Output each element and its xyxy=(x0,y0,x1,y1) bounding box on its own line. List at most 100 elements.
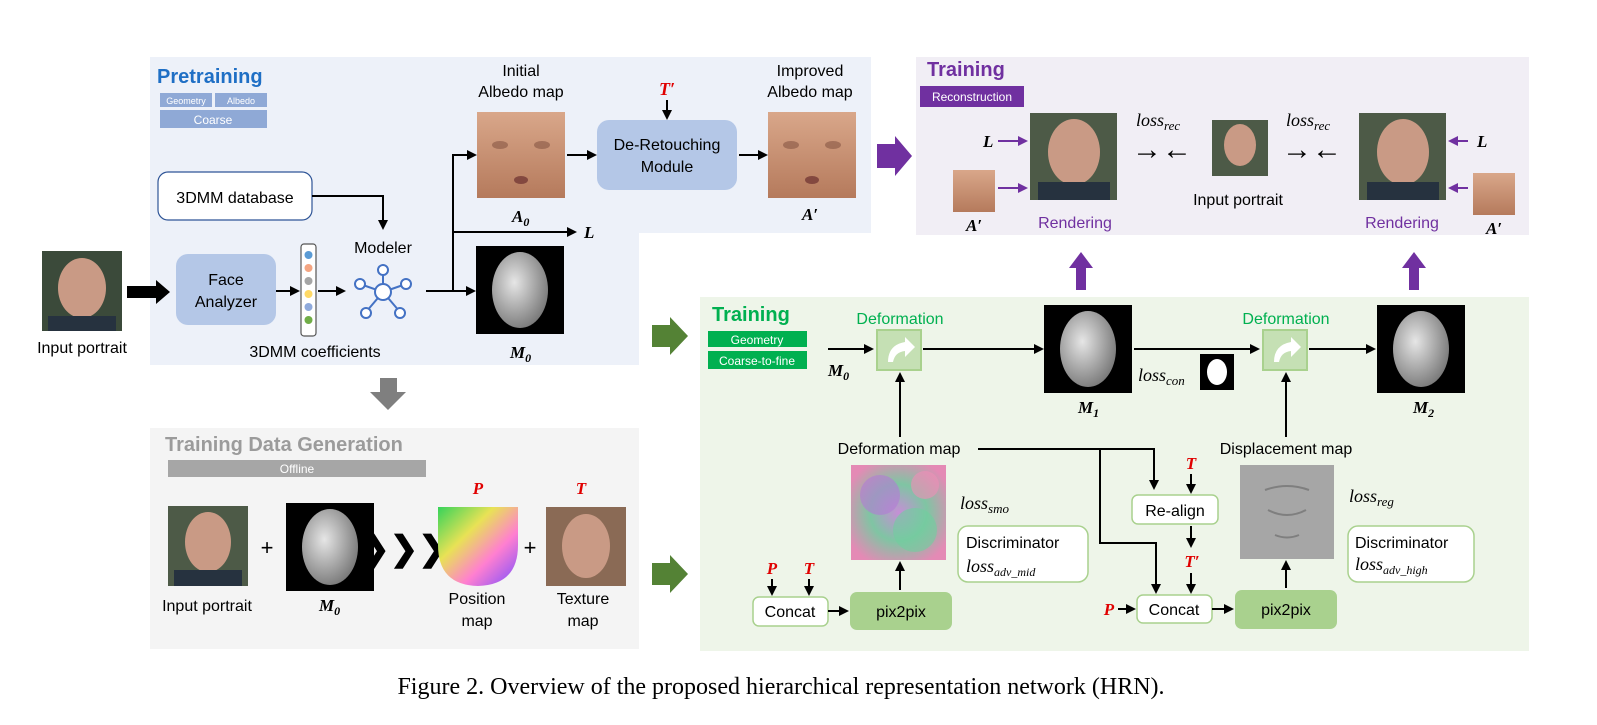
face-analyzer-box xyxy=(176,254,276,325)
displacement-map-label: Displacement map xyxy=(1220,441,1353,458)
de-retouching-module xyxy=(597,120,737,190)
green-arrow-to-geo-2 xyxy=(652,555,688,593)
tdg-title: Training Data Generation xyxy=(165,434,403,456)
3dmm-coefficients-label: 3DMM coefficients xyxy=(249,344,380,361)
m0-label-pretrain: M0 xyxy=(509,343,531,365)
input-portrait-left: Input portrait xyxy=(37,251,127,357)
tprime-label-2: T′ xyxy=(1184,552,1199,571)
training-reconstruction-panel: Training Reconstruction L A′ Rendering l… xyxy=(916,57,1529,238)
discriminator-label-2: Discriminator xyxy=(1355,535,1449,552)
pretraining-panel: Pretraining Geometry Albedo Coarse Initi… xyxy=(150,57,871,365)
geo-tag-geometry: Geometry xyxy=(731,333,784,347)
pix2pix-box-2 xyxy=(1235,590,1337,629)
improved-albedo-label-1: Improved xyxy=(777,63,844,80)
geo-m0-label: M0 xyxy=(827,361,849,383)
tdg-tag: Offline xyxy=(280,462,315,476)
input-arrow-black xyxy=(127,280,170,304)
green-arrow-to-geo-1 xyxy=(652,317,688,355)
deformation-label-2: Deformation xyxy=(1242,311,1329,328)
rec-bi-arrow-right: →← xyxy=(1282,133,1342,166)
rec-title: Training xyxy=(927,59,1005,81)
concat-label-2: Concat xyxy=(1149,602,1200,619)
pix2pix-box-1 xyxy=(850,592,952,630)
face-analyzer-label-1: Face xyxy=(208,272,244,289)
initial-albedo-label-1: Initial xyxy=(502,63,539,80)
tag-geometry: Geometry xyxy=(166,96,206,106)
t-label-1: T xyxy=(804,559,815,578)
tag-coarse: Coarse xyxy=(194,113,233,127)
loss-adv-mid-label: lossadv_mid xyxy=(966,556,1036,579)
3dmm-database-label: 3DMM database xyxy=(176,190,293,207)
discriminator-label-1: Discriminator xyxy=(966,535,1060,552)
displacement-map-image xyxy=(1240,465,1334,559)
deformation-map-label: Deformation map xyxy=(838,441,961,458)
rec-input-portrait-label: Input portrait xyxy=(1193,192,1283,209)
tdg-m0-label: M0 xyxy=(318,596,340,618)
modeler-network-icon xyxy=(354,264,412,319)
rec-albedo-left xyxy=(953,170,995,212)
modeler-label: Modeler xyxy=(354,240,412,257)
rendering-right-label: Rendering xyxy=(1365,215,1439,232)
rec-tag: Reconstruction xyxy=(932,90,1012,104)
loss-reg-label: lossreg xyxy=(1349,486,1394,509)
improved-albedo-image xyxy=(768,112,856,198)
rec-l-right: L xyxy=(1476,132,1487,151)
discriminator-box-1 xyxy=(957,525,1089,583)
rec-bi-arrow-left: →← xyxy=(1132,133,1192,166)
rec-l-left: L xyxy=(982,132,993,151)
position-map-label-1: Position xyxy=(449,591,506,608)
tdg-plus-1: + xyxy=(261,535,274,560)
realign-label: Re-align xyxy=(1145,503,1205,520)
geo-tag-c2f: Coarse-to-fine xyxy=(719,354,795,368)
texture-map-label-2: map xyxy=(567,613,598,630)
rec-aprime-left: A′ xyxy=(965,216,982,235)
loss-adv-high-label: lossadv_high xyxy=(1355,554,1428,577)
aprime-label-top: A′ xyxy=(801,205,818,224)
m2-label: M2 xyxy=(1412,398,1434,420)
tdg-plus-2: + xyxy=(524,535,537,560)
training-geometry-panel: Training Geometry Coarse-to-fine Deforma… xyxy=(700,297,1529,651)
l-label-pretrain: L xyxy=(583,223,594,242)
purple-arrow-to-rec xyxy=(877,136,912,176)
rendering-left-label: Rendering xyxy=(1038,215,1112,232)
tag-albedo: Albedo xyxy=(227,96,255,106)
loss-rec-left: lossrec xyxy=(1136,110,1180,133)
purple-up-arrow-1 xyxy=(1069,252,1093,290)
rec-albedo-right xyxy=(1473,173,1515,215)
pix2pix-label-2: pix2pix xyxy=(1261,602,1311,619)
rec-aprime-right: A′ xyxy=(1485,219,1502,238)
tdg-t-label: T xyxy=(576,479,587,498)
de-retouching-label-1: De-Retouching xyxy=(614,137,721,154)
geo-title: Training xyxy=(712,304,790,326)
improved-albedo-label-2: Albedo map xyxy=(767,84,852,101)
deformation-label-1: Deformation xyxy=(856,311,943,328)
purple-up-arrow-2 xyxy=(1402,252,1426,290)
loss-con-label: losscon xyxy=(1138,365,1185,388)
figure-caption: Figure 2. Overview of the proposed hiera… xyxy=(397,674,1164,700)
tdg-p-label: P xyxy=(472,479,484,498)
position-map-image xyxy=(438,507,518,586)
loss-rec-right: lossrec xyxy=(1286,110,1330,133)
face-analyzer-label-2: Analyzer xyxy=(195,294,258,311)
de-retouching-label-2: Module xyxy=(641,159,694,176)
p-label-2: P xyxy=(1103,600,1115,619)
texture-map-label-1: Texture xyxy=(557,591,610,608)
discriminator-box-2 xyxy=(1347,525,1475,583)
tdg-input-portrait-label: Input portrait xyxy=(162,598,252,615)
training-data-generation-panel: Training Data Generation Offline Input p… xyxy=(150,428,639,649)
input-portrait-label-left: Input portrait xyxy=(37,340,127,357)
realign-box xyxy=(1131,494,1219,525)
concat-label-1: Concat xyxy=(765,604,816,621)
initial-albedo-label-2: Albedo map xyxy=(478,84,563,101)
p-label-1: P xyxy=(766,559,778,578)
pretraining-title: Pretraining xyxy=(157,66,263,88)
tdg-chevrons: ❯❯❯ xyxy=(361,530,446,569)
tprime-label-top: T′ xyxy=(659,79,675,99)
initial-albedo-image xyxy=(477,112,565,198)
gray-arrow-down xyxy=(370,378,406,410)
loss-smo-label: losssmo xyxy=(960,493,1009,516)
t-label-2: T xyxy=(1186,454,1197,473)
m1-label: M1 xyxy=(1077,398,1099,420)
